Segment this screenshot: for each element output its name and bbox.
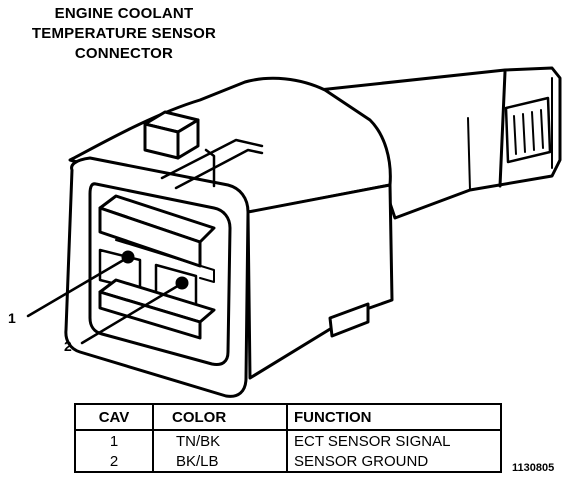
title-line-3: CONNECTOR (74, 45, 174, 62)
header-cav: CAV (74, 403, 154, 431)
table-row: 2 BK/LB SENSOR GROUND (74, 451, 502, 473)
callout-2: 2 (64, 338, 72, 354)
cavity-2-dot (175, 276, 189, 290)
connector-key-rails (160, 138, 264, 190)
table-row: 1 TN/BK ECT SENSOR SIGNAL (74, 430, 502, 451)
connector-illustration (26, 66, 562, 398)
pinout-table-container: CAV COLOR FUNCTION 1 TN/BK ECT SENSOR SI… (74, 403, 502, 473)
row-2-cav: 2 (74, 451, 154, 473)
cavity-1-dot (121, 250, 135, 264)
row-1-function: ECT SENSOR SIGNAL (286, 430, 502, 451)
header-color: COLOR (152, 403, 288, 431)
connector-bottom-tab (328, 302, 370, 338)
diagram-title: ENGINE COOLANT TEMPERATURE SENSOR CONNEC… (0, 4, 248, 64)
callout-1: 1 (8, 310, 16, 326)
pinout-table: CAV COLOR FUNCTION 1 TN/BK ECT SENSOR SI… (74, 403, 502, 473)
terminal-shroud-lower (98, 278, 216, 340)
connector-latch (143, 110, 200, 160)
table-header-row: CAV COLOR FUNCTION (74, 403, 502, 431)
row-1-cav: 1 (74, 430, 154, 451)
connector-side-panel (246, 183, 394, 380)
figure-number: 1130805 (512, 462, 555, 474)
row-2-function: SENSOR GROUND (286, 451, 502, 473)
header-function: FUNCTION (286, 403, 502, 431)
row-1-color: TN/BK (152, 430, 288, 451)
leader-lines (26, 256, 183, 345)
row-2-color: BK/LB (152, 451, 288, 473)
title-line-1: ENGINE COOLANT (54, 5, 194, 22)
title-line-2: TEMPERATURE SENSOR (31, 25, 217, 42)
